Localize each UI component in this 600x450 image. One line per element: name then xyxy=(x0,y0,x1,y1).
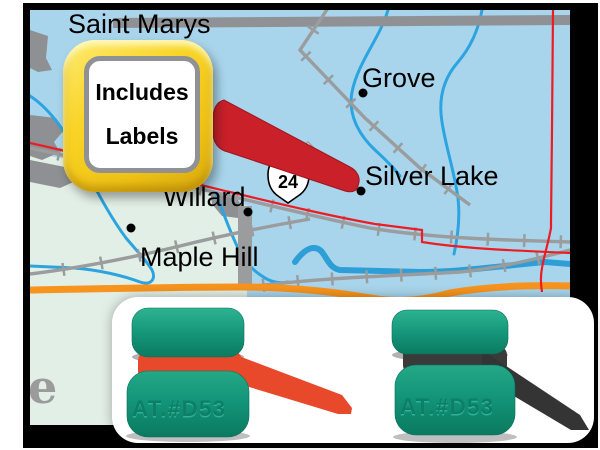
urban-area xyxy=(30,30,52,72)
black-flag-pin: AT.#D53 AT.#D53 xyxy=(391,309,589,443)
highway-grey xyxy=(112,15,570,28)
vertical-road xyxy=(238,206,252,290)
orange-highway xyxy=(30,282,570,304)
map-watermark-letter: e xyxy=(30,360,57,414)
shield-number: 24 xyxy=(278,172,298,192)
product-photos: AT.#D53 AT.#D53 AT.#D53 AT.#D53 xyxy=(126,307,589,443)
pin-base xyxy=(126,370,250,438)
includes-labels-badge: Includes Labels xyxy=(63,40,213,192)
black-flag xyxy=(482,350,589,430)
embossed-highlight: AT.#D53 xyxy=(400,396,494,421)
urban-area xyxy=(30,160,78,188)
embossed-patent-text: AT.#D53 xyxy=(132,396,226,421)
town-label-saint-marys: Saint Marys xyxy=(68,10,211,39)
badge-line-2: Labels xyxy=(105,122,179,149)
red-flag-pin: AT.#D53 AT.#D53 xyxy=(126,307,352,442)
pin-cap xyxy=(391,309,509,355)
town-label-silver-lake: Silver Lake xyxy=(365,161,499,191)
pin-cap xyxy=(131,307,245,358)
town-label-maple-hill: Maple Hill xyxy=(140,242,259,272)
badge-line-1: Includes xyxy=(95,79,189,106)
town-dots xyxy=(126,88,368,233)
town-dot-silver-lake xyxy=(356,186,366,196)
embossed-patent-text: AT.#D53 xyxy=(400,394,494,419)
red-arrow-marker xyxy=(212,99,360,193)
embossed-highlight: AT.#D53 xyxy=(132,398,226,423)
product-card: AT.#D53 AT.#D53 AT.#D53 AT.#D53 xyxy=(112,297,594,443)
town-dot-grove xyxy=(358,88,368,98)
town-label-grove: Grove xyxy=(362,63,436,93)
red-flag xyxy=(236,355,352,414)
town-dot-maple-hill xyxy=(126,223,136,233)
town-labels: Saint Marys Grove Silver Lake Willard Ma… xyxy=(68,10,499,272)
town-dot-willard xyxy=(243,207,253,217)
badge-inner-panel: Includes Labels xyxy=(84,56,200,173)
pin-base xyxy=(394,364,516,436)
